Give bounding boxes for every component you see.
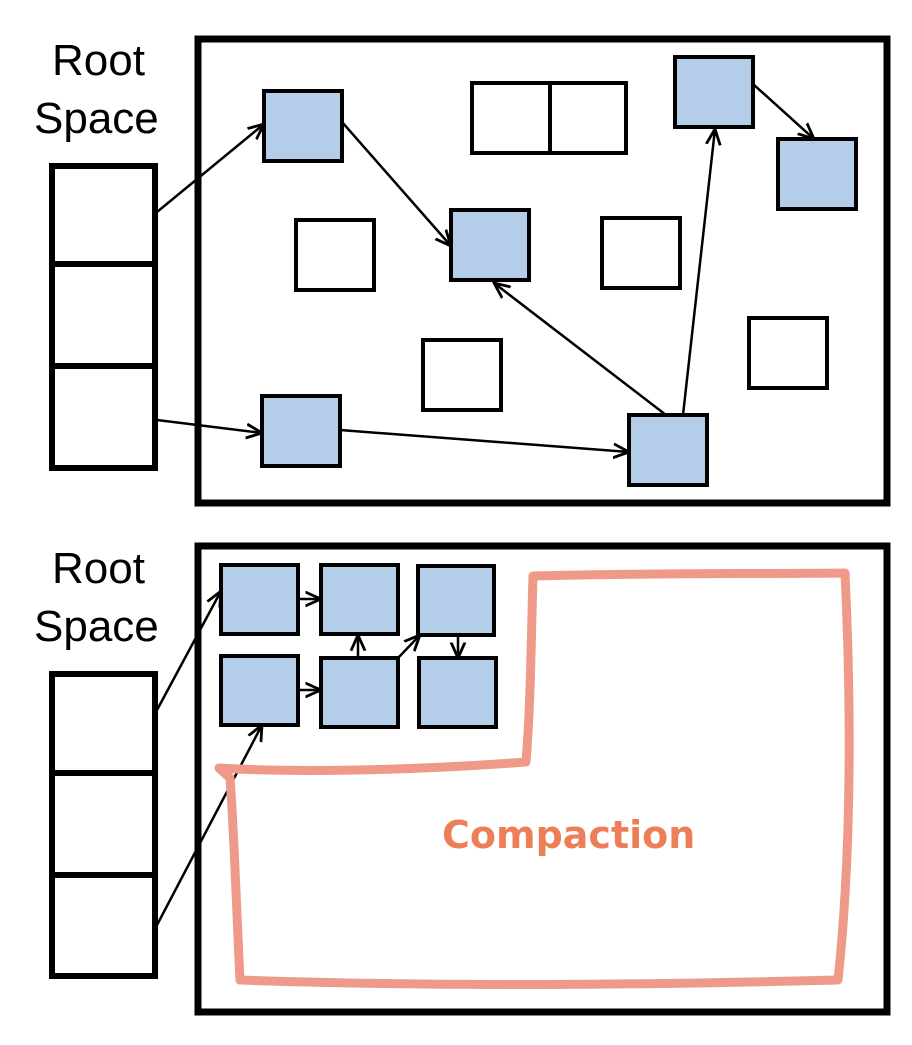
reference-arrow (397, 635, 420, 659)
live-object (627, 413, 709, 487)
dead-object (294, 218, 376, 292)
root-space-before (49, 163, 158, 471)
live-object (673, 55, 755, 129)
before-panel: Root Space (34, 35, 891, 507)
heap-before (194, 35, 891, 507)
after-panel: Root Space Compaction (34, 542, 891, 1016)
live-object (219, 563, 300, 636)
live-object (776, 137, 858, 211)
live-object (319, 656, 400, 729)
heap-after (194, 542, 891, 1016)
reference-arrow (752, 83, 814, 139)
compaction-label: Compaction (442, 813, 695, 857)
dead-object (548, 81, 628, 155)
dead-object (600, 216, 682, 290)
live-object (416, 564, 496, 637)
reference-arrow (156, 418, 262, 433)
reference-arrow (155, 725, 262, 926)
live-object (449, 208, 531, 282)
dead-object (747, 316, 829, 390)
root-space-label-line2: Space (34, 602, 159, 651)
reference-arrow (341, 121, 451, 246)
reference-arrow (339, 428, 629, 452)
live-object (262, 89, 344, 163)
reference-arrow (681, 129, 715, 416)
live-object (219, 654, 300, 727)
compaction-free-region (214, 568, 854, 990)
root-space-after (49, 671, 158, 979)
reference-arrow (156, 124, 264, 213)
live-object (260, 394, 342, 468)
root-space-label-line1: Root (52, 36, 145, 85)
reference-arrow (155, 591, 221, 711)
reference-arrow (494, 283, 667, 416)
root-space-label-line2: Space (34, 94, 159, 143)
dead-object (421, 338, 503, 412)
root-space-label-line1: Root (52, 544, 145, 593)
dead-object (470, 81, 552, 155)
live-object (319, 563, 400, 636)
live-object (417, 656, 498, 729)
